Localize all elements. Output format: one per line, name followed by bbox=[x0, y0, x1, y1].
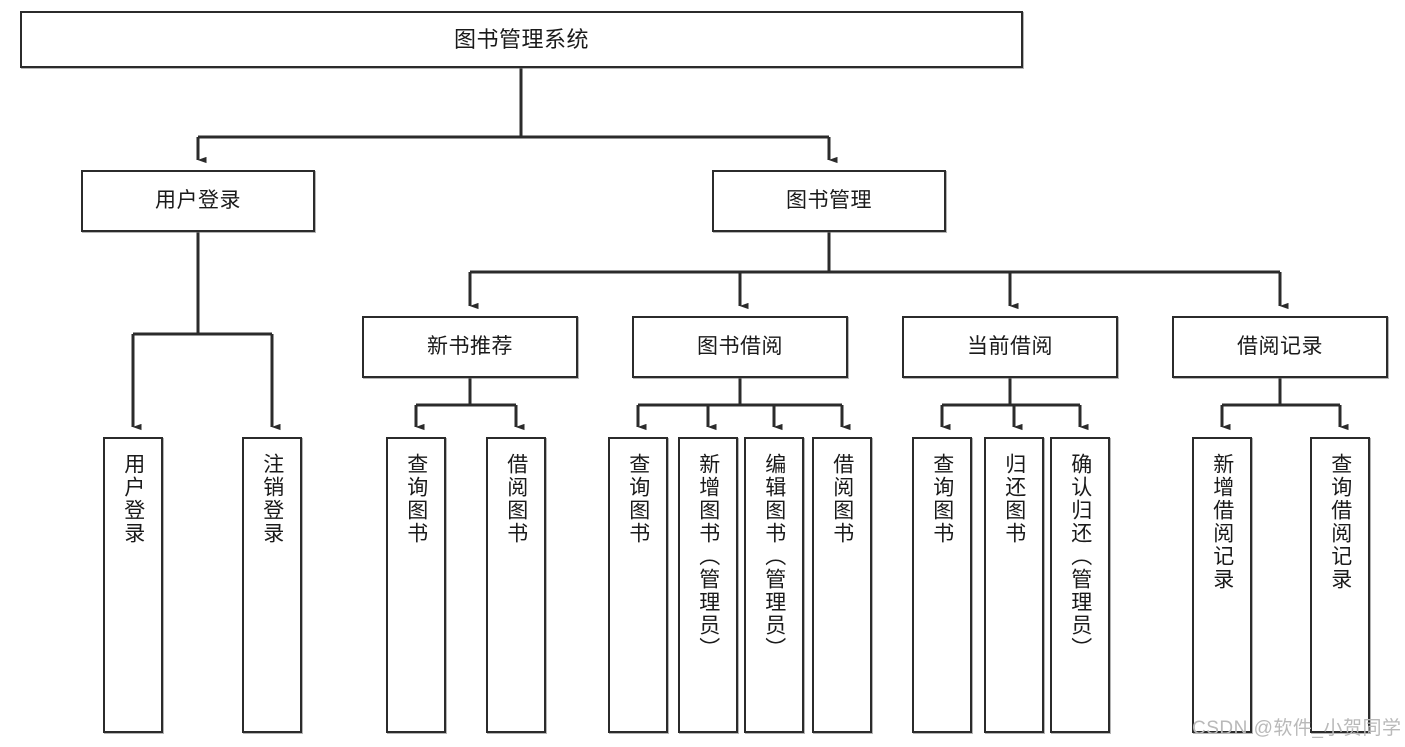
node-leaf-user-logout-label: 注销登录 bbox=[260, 453, 284, 545]
node-leaf-rec-borrow-book[interactable]: 借阅图书 bbox=[486, 437, 546, 733]
node-current-borrow-label: 当前借阅 bbox=[967, 334, 1053, 358]
node-leaf-rec-query-book[interactable]: 查询图书 bbox=[386, 437, 446, 733]
node-leaf-borrow-query-book[interactable]: 查询图书 bbox=[608, 437, 668, 733]
node-book-manage-label: 图书管理 bbox=[786, 188, 872, 212]
node-current-borrow[interactable]: 当前借阅 bbox=[902, 316, 1118, 378]
node-leaf-rec-add-record-label: 新增借阅记录 bbox=[1210, 453, 1234, 591]
node-leaf-borrow-add-book[interactable]: 新增图书（管理员） bbox=[678, 437, 738, 733]
node-leaf-borrow-edit-book[interactable]: 编辑图书（管理员） bbox=[744, 437, 804, 733]
node-leaf-borrow-borrow-book-label: 借阅图书 bbox=[830, 453, 854, 545]
node-book-borrow-label: 图书借阅 bbox=[697, 334, 783, 358]
node-leaf-rec-borrow-book-label: 借阅图书 bbox=[504, 453, 528, 545]
node-leaf-borrow-query-book-label: 查询图书 bbox=[626, 453, 650, 545]
node-leaf-rec-query-book-label: 查询图书 bbox=[404, 453, 428, 545]
node-user-login-label: 用户登录 bbox=[155, 188, 241, 212]
node-new-book-recommend-label: 新书推荐 bbox=[427, 334, 513, 358]
node-leaf-rec-add-record[interactable]: 新增借阅记录 bbox=[1192, 437, 1252, 733]
node-book-borrow[interactable]: 图书借阅 bbox=[632, 316, 848, 378]
node-leaf-cur-confirm-return-label: 确认归还（管理员） bbox=[1068, 453, 1092, 660]
node-new-book-recommend[interactable]: 新书推荐 bbox=[362, 316, 578, 378]
csdn-watermark: CSDN @软件_小贺同学 bbox=[1192, 718, 1402, 739]
node-leaf-borrow-add-book-label: 新增图书（管理员） bbox=[696, 453, 720, 660]
node-root-label: 图书管理系统 bbox=[453, 26, 589, 52]
node-leaf-rec-query-record[interactable]: 查询借阅记录 bbox=[1310, 437, 1370, 733]
node-borrow-record-label: 借阅记录 bbox=[1237, 334, 1323, 358]
node-leaf-user-login[interactable]: 用户登录 bbox=[103, 437, 163, 733]
node-leaf-cur-query-book[interactable]: 查询图书 bbox=[912, 437, 972, 733]
node-user-login[interactable]: 用户登录 bbox=[81, 170, 315, 232]
node-borrow-record[interactable]: 借阅记录 bbox=[1172, 316, 1388, 378]
node-leaf-user-login-label: 用户登录 bbox=[121, 453, 145, 545]
node-leaf-cur-return-book[interactable]: 归还图书 bbox=[984, 437, 1044, 733]
node-leaf-cur-return-book-label: 归还图书 bbox=[1002, 453, 1026, 545]
node-book-manage[interactable]: 图书管理 bbox=[712, 170, 946, 232]
node-root[interactable]: 图书管理系统 bbox=[20, 11, 1023, 68]
node-leaf-cur-confirm-return[interactable]: 确认归还（管理员） bbox=[1050, 437, 1110, 733]
node-leaf-user-logout[interactable]: 注销登录 bbox=[242, 437, 302, 733]
node-leaf-rec-query-record-label: 查询借阅记录 bbox=[1328, 453, 1352, 591]
node-leaf-cur-query-book-label: 查询图书 bbox=[930, 453, 954, 545]
node-leaf-borrow-borrow-book[interactable]: 借阅图书 bbox=[812, 437, 872, 733]
node-leaf-borrow-edit-book-label: 编辑图书（管理员） bbox=[762, 453, 786, 660]
